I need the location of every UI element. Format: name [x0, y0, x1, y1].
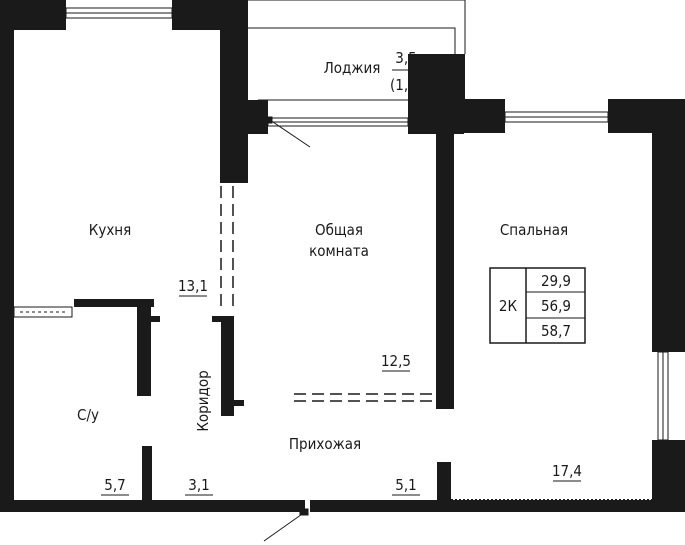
living-label-line1: Общая — [315, 221, 363, 239]
living-area: 12,5 — [381, 352, 411, 370]
wall-bottom-left — [0, 500, 305, 512]
bedroom-area: 17,4 — [552, 462, 582, 480]
corridor-area: 3,1 — [188, 476, 209, 494]
loggia-outline — [248, 0, 466, 101]
total-area-value: 56,9 — [541, 297, 571, 315]
hallway-label: Прихожая — [289, 435, 361, 453]
loggia-area-reduced: (1,8) — [390, 76, 422, 94]
wall-right-outer — [652, 99, 685, 352]
wall-bedroom-top — [455, 99, 505, 133]
door-entrance-swing — [263, 511, 306, 542]
wall-left-outer — [0, 0, 14, 512]
summary-table: 2К 29,9 56,9 58,7 — [489, 267, 586, 344]
wall-corridor — [221, 316, 234, 416]
kitchen-area: 13,1 — [178, 277, 208, 295]
bath-fixture-strip — [13, 306, 73, 318]
total-with-loggia-value: 58,7 — [541, 322, 571, 340]
wall-pier-center — [408, 54, 465, 100]
dashed-openings — [220, 186, 436, 402]
wall-stub-2 — [232, 400, 244, 406]
windows — [65, 7, 669, 441]
wall-bath-bottom-stub — [142, 446, 152, 512]
corridor-label: Коридор — [194, 370, 212, 431]
bathroom-label: С/у — [77, 406, 99, 424]
doors — [263, 116, 311, 542]
loggia-label: Лоджия — [324, 59, 381, 77]
wall-bath-top — [74, 299, 154, 307]
door-loggia-swing — [269, 119, 311, 148]
hallway-area: 5,1 — [395, 476, 416, 494]
room-labels: Лоджия 3,5 (1,8) Кухня 13,1 Общая комнат… — [77, 49, 582, 496]
apartment-type: 2К — [499, 297, 518, 315]
bathroom-area: 5,7 — [104, 476, 125, 494]
living-area-value: 29,9 — [541, 272, 571, 290]
wall-living-bedroom — [436, 99, 454, 409]
kitchen-label: Кухня — [89, 221, 132, 239]
wall-stub-1 — [151, 316, 160, 322]
walls — [0, 0, 685, 512]
wall-bath-right — [137, 299, 151, 396]
loggia-area: 3,5 — [395, 49, 416, 67]
wall-corridor-cap — [212, 316, 226, 322]
wall-pier-loggia-left — [220, 100, 268, 134]
wall-hall-bedroom — [437, 462, 451, 512]
bedroom-label: Спальная — [500, 221, 568, 239]
wall-kitchen-living-upper — [220, 0, 248, 183]
living-label-line2: комната — [309, 242, 369, 260]
wall-top-left — [0, 0, 66, 30]
